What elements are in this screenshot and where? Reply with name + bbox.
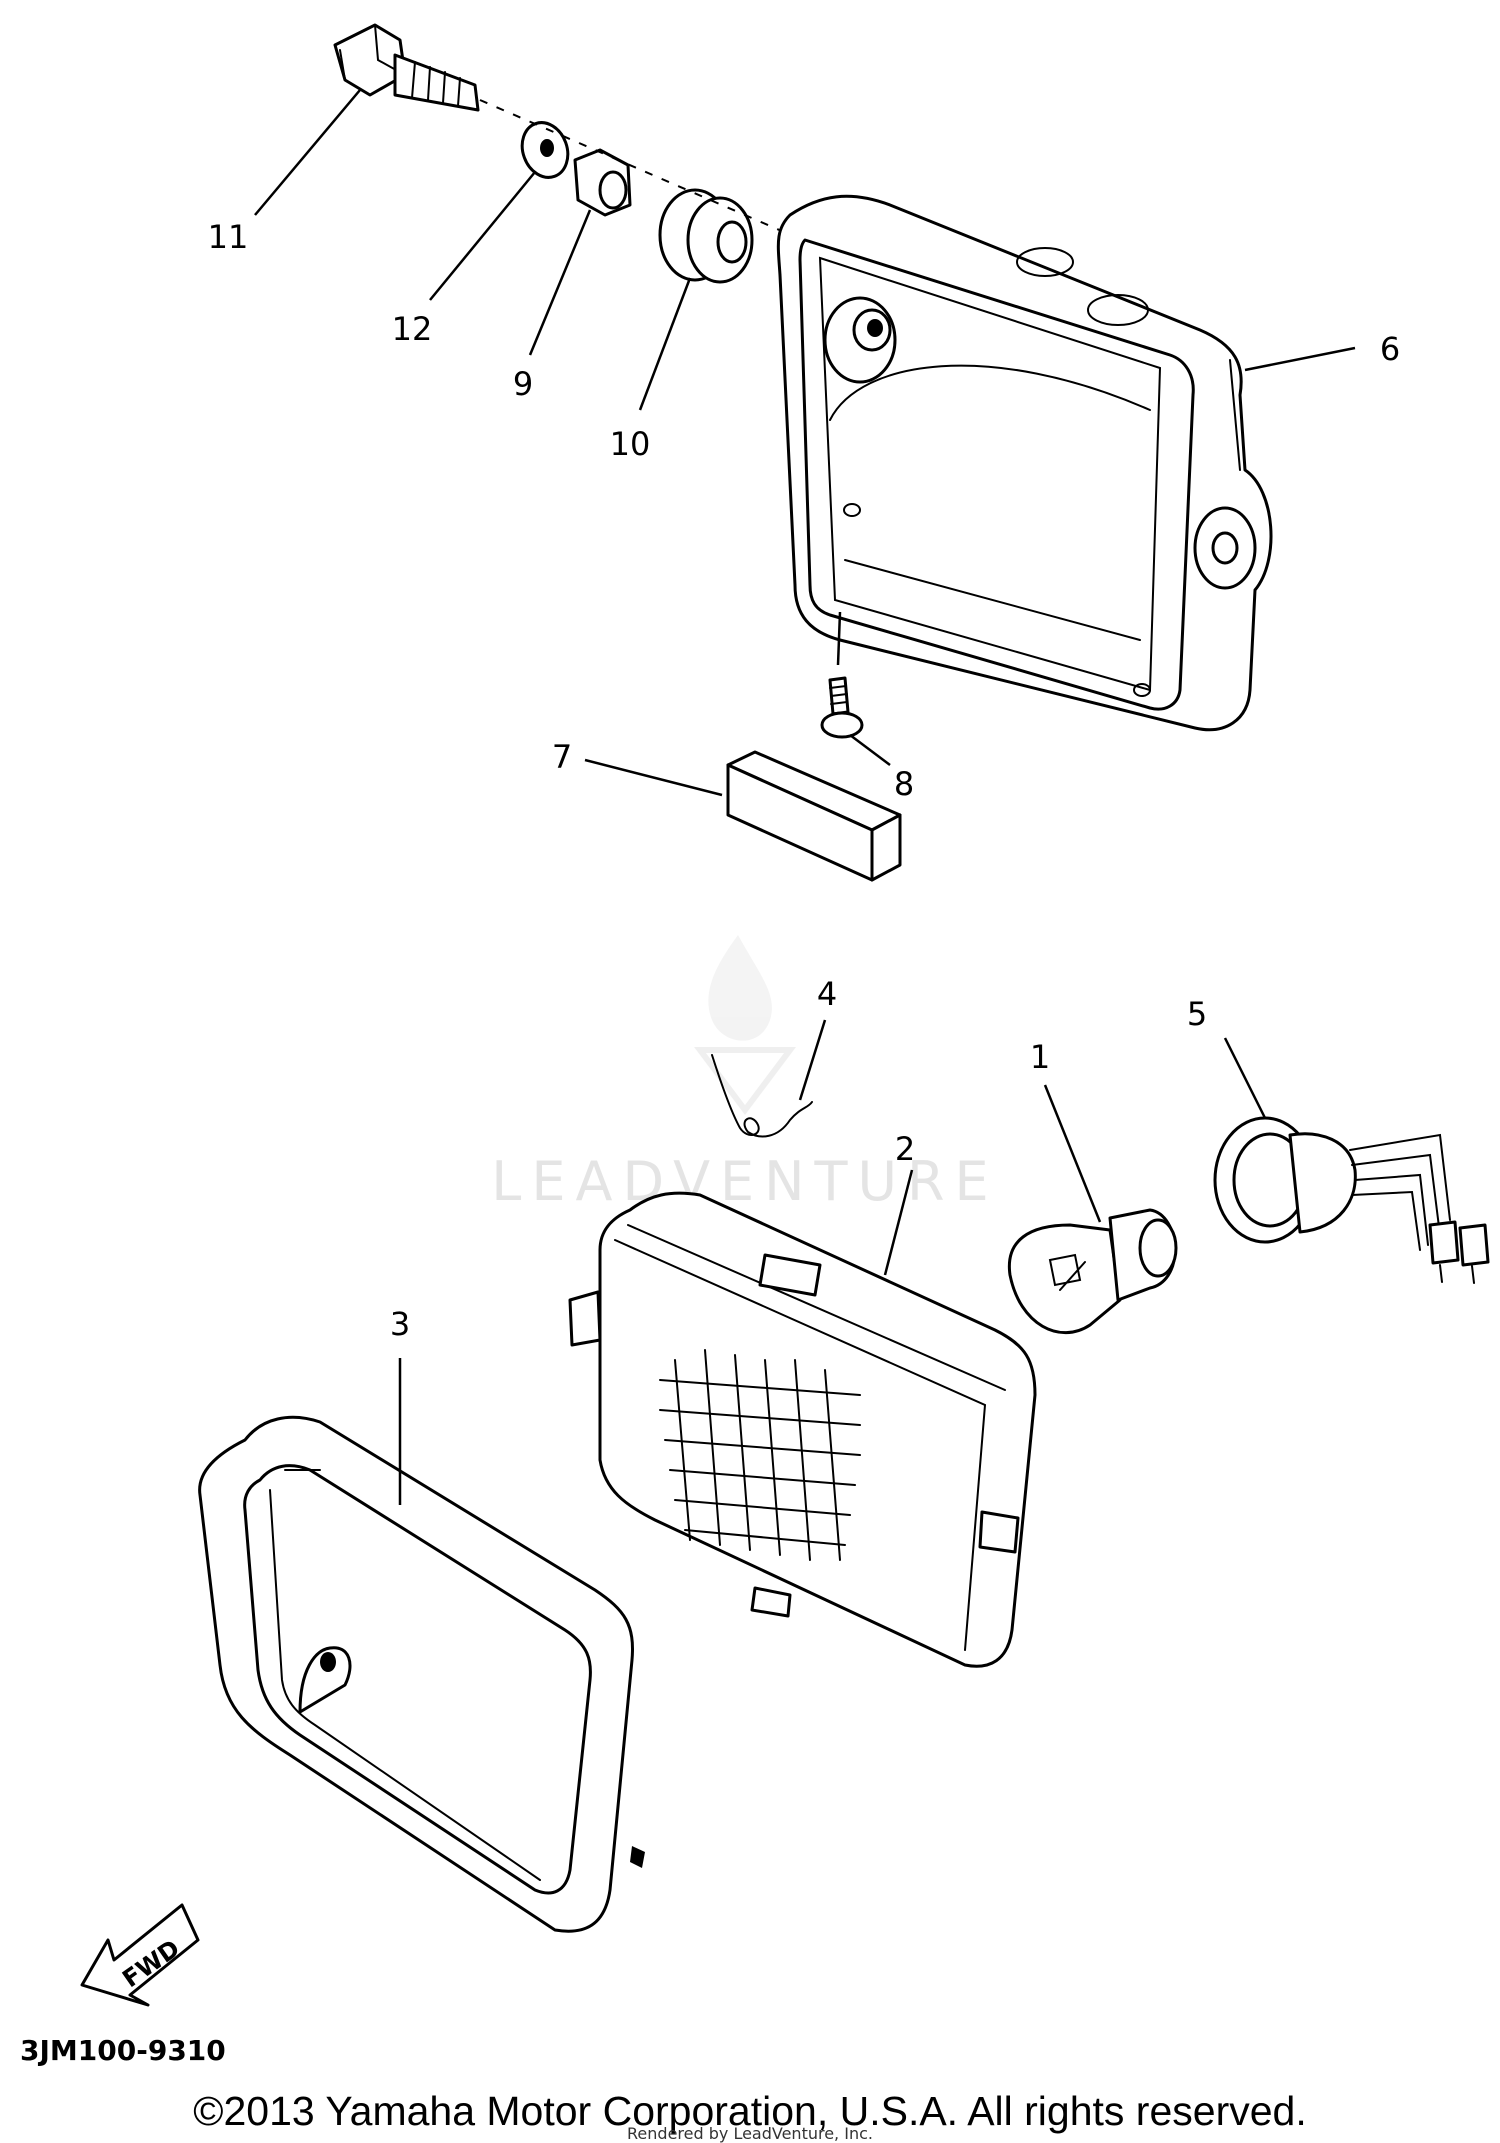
- watermark-text: LEADVENTURE: [491, 1150, 998, 1213]
- part-6-headlight-housing: [776, 194, 1273, 732]
- part-7-pad-block: [726, 750, 902, 882]
- callout-6: 6: [1380, 330, 1400, 368]
- fwd-arrow-icon: FWD: [80, 1903, 200, 2007]
- callout-4: 4: [817, 975, 837, 1013]
- part-8-screw: [820, 676, 864, 739]
- callout-1: 1: [1030, 1038, 1050, 1076]
- part-5-socket-wiring: [1213, 1116, 1490, 1284]
- callout-9: 9: [513, 365, 533, 403]
- part-9-collar: [573, 148, 632, 217]
- diagram-code: 3JM100-9310: [20, 2034, 226, 2067]
- callout-2: 2: [895, 1130, 915, 1168]
- copyright-notice: ©2013 Yamaha Motor Corporation, U.S.A. A…: [193, 2088, 1307, 2134]
- callout-5: 5: [1187, 995, 1207, 1033]
- part-11-bolt: [333, 23, 480, 112]
- callout-3: 3: [390, 1305, 410, 1343]
- part-4-spring-clip: [711, 1054, 813, 1138]
- callout-7: 7: [552, 738, 572, 776]
- callout-10: 10: [610, 425, 651, 463]
- callout-11: 11: [208, 218, 249, 256]
- watermark-logo: [694, 935, 796, 1115]
- part-10-grommet: [658, 188, 754, 284]
- part-12-washer: [520, 121, 570, 179]
- part-2-headlight-unit: [568, 1191, 1037, 1668]
- part-1-bulb: [1007, 1208, 1178, 1335]
- lens-grid-pattern: [659, 1349, 861, 1561]
- part-3-headlight-rim: [198, 1415, 645, 1933]
- callout-8: 8: [894, 765, 914, 803]
- rendered-by-notice: Rendered by LeadVenture, Inc.: [627, 2124, 873, 2143]
- callout-12: 12: [392, 310, 433, 348]
